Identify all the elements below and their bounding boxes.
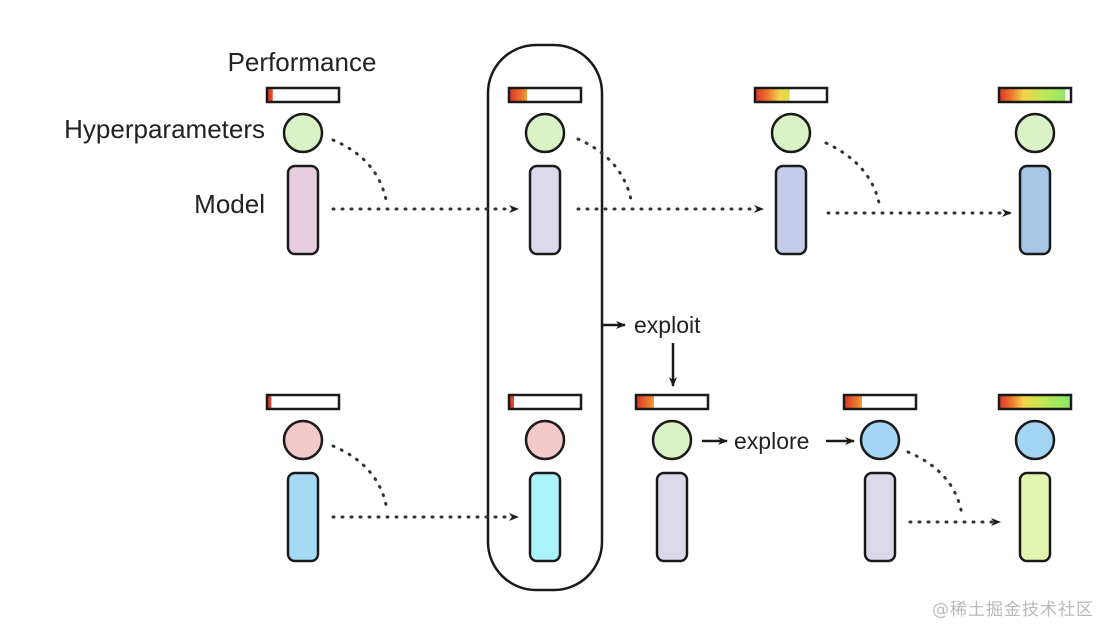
performance-bar-fill-group (509, 88, 527, 102)
model-block (286, 471, 320, 563)
performance-bar-fill-group (844, 395, 862, 409)
hyperparameters-label: Hyperparameters (64, 114, 265, 144)
performance-bar-fill-group (509, 395, 515, 409)
bottom-step-4 (842, 393, 918, 563)
hyper-merge-curve (331, 138, 389, 207)
performance-bar-frame (507, 86, 583, 104)
performance-bar-fill (509, 88, 527, 102)
bottom-step-3 (634, 393, 710, 563)
hyperparameter-circle (651, 419, 693, 461)
performance-bar-track (267, 395, 339, 409)
performance-bar-fill (755, 88, 790, 102)
performance-bar-frame (634, 393, 710, 411)
hyper-merge-curve (576, 137, 634, 207)
model-block (1018, 471, 1052, 563)
performance-bar-frame (265, 86, 341, 104)
performance-bar-frame (507, 393, 583, 411)
explore-label: explore (734, 428, 809, 454)
performance-bar-fill (999, 395, 1071, 409)
performance-bar-frame (842, 393, 918, 411)
performance-bar-fill (267, 395, 272, 409)
model-block (528, 164, 562, 256)
model-block (286, 164, 320, 256)
performance-bar-fill (844, 395, 862, 409)
hyperparameter-circle (859, 419, 901, 461)
performance-bar-fill (999, 88, 1066, 102)
top-row-connectors (331, 137, 1013, 217)
performance-bar-fill (509, 395, 515, 409)
selection-bracket (486, 43, 604, 592)
performance-bar-fill-group (755, 88, 790, 102)
performance-bar-fill-group (267, 88, 273, 102)
performance-bar-track (509, 395, 581, 409)
top-step-2 (507, 86, 583, 256)
model-block (774, 164, 808, 256)
performance-bar-frame (997, 86, 1073, 104)
hyper-merge-curve (824, 141, 882, 210)
exploit-label: exploit (634, 312, 701, 338)
top-step-3 (753, 86, 829, 256)
top-step-1 (265, 86, 341, 256)
hyperparameter-circle (1014, 112, 1056, 154)
top-step-4 (997, 86, 1073, 256)
worker-bottom (265, 393, 1073, 563)
bottom-step-1 (265, 393, 341, 563)
performance-bar-fill-group (267, 395, 272, 409)
worker-top (265, 86, 1073, 256)
hyperparameter-circle (1014, 419, 1056, 461)
performance-bar-frame (265, 393, 341, 411)
performance-bar-fill-group (999, 395, 1071, 409)
performance-bar-fill-group (636, 395, 654, 409)
hyperparameter-circle (524, 419, 566, 461)
performance-bar-fill (267, 88, 273, 102)
hyperparameter-circle (282, 112, 324, 154)
bottom-row-connectors (331, 444, 1002, 526)
hyperparameter-circle (282, 419, 324, 461)
model-block (863, 471, 897, 563)
hyperparameter-circle (770, 112, 812, 154)
performance-bar-frame (997, 393, 1073, 411)
model-block (528, 471, 562, 563)
performance-label: Performance (228, 47, 377, 77)
bottom-step-2 (507, 393, 583, 563)
exploit-explore-arrows (603, 321, 855, 445)
model-block (1018, 164, 1052, 256)
model-block (655, 471, 689, 563)
watermark: @稀土掘金技术社区 (932, 600, 1094, 620)
performance-bar-frame (753, 86, 829, 104)
hyper-merge-curve (331, 444, 389, 512)
performance-bar-fill-group (999, 88, 1066, 102)
performance-bar-fill (636, 395, 654, 409)
hyperparameter-circle (524, 112, 566, 154)
model-label: Model (194, 189, 265, 219)
performance-bar-track (267, 88, 339, 102)
bottom-step-5 (997, 393, 1073, 563)
hyper-merge-curve (906, 450, 964, 517)
